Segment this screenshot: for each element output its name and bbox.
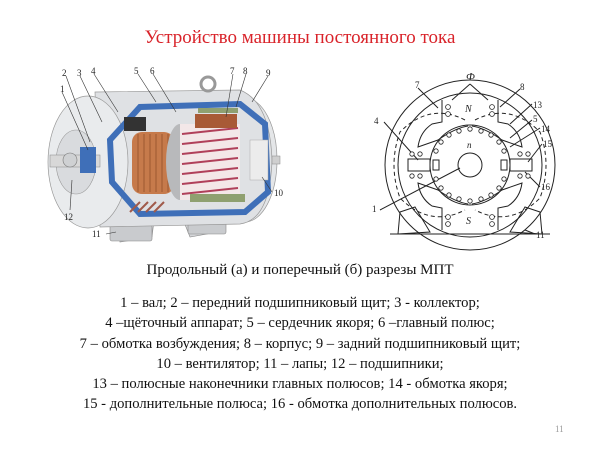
longitudinal-section-figure: 1 2 3 4 5 6 7 8 9 10 11 12: [40, 62, 300, 257]
label-3: 3: [77, 68, 82, 78]
label-9: 9: [266, 68, 271, 78]
label-7: 7: [415, 80, 420, 90]
label-4: 4: [91, 66, 96, 76]
label-4: 4: [374, 116, 379, 126]
label-8: 8: [520, 82, 525, 92]
label-6: 6: [150, 66, 155, 76]
flux-symbol: Ф: [466, 71, 475, 83]
legend-line: 13 – полюсные наконечники главных полюсо…: [92, 376, 508, 393]
label-12: 12: [64, 212, 73, 222]
cross-section-diagram: Ф N S n 7 8 13 5 14 4 15 16 1 11: [372, 71, 556, 251]
label-14: 14: [541, 124, 551, 134]
rotation-label: n: [467, 140, 472, 150]
legend-line: 15 - дополнительные полюса; 16 - обмотка…: [82, 396, 518, 413]
south-pole-label: S: [466, 216, 471, 227]
legend-line: 7 – обмотка возбуждения; 8 – корпус; 9 –…: [79, 335, 521, 352]
label-1: 1: [372, 204, 377, 214]
cross-section-figure: Ф N S n 7 8 13 5 14 4 15 16 1 11: [360, 62, 580, 257]
page-number: 11: [555, 424, 564, 434]
legend-line: 1 – вал; 2 – передний подшипниковый щит;…: [120, 295, 480, 311]
north-pole-label: N: [464, 104, 473, 115]
label-1: 1: [60, 84, 65, 94]
label-11: 11: [92, 229, 101, 239]
label-10: 10: [274, 188, 284, 198]
parts-legend: 1 – вал; 2 – передний подшипниковый щит;…: [0, 293, 600, 415]
label-13: 13: [533, 100, 543, 110]
legend-line: 4 –щёточный аппарат; 5 – сердечник якоря…: [105, 315, 495, 332]
label-7: 7: [230, 66, 235, 76]
slide-title: Устройство машины постоянного тока: [144, 27, 456, 48]
label-11: 11: [536, 230, 545, 240]
motor-cutaway-illustration: 1 2 3 4 5 6 7 8 9 10 11 12: [47, 66, 284, 243]
label-5: 5: [533, 114, 538, 124]
label-2: 2: [62, 68, 67, 78]
label-5: 5: [134, 66, 139, 76]
label-8: 8: [243, 66, 248, 76]
label-16: 16: [541, 182, 551, 192]
label-15: 15: [543, 139, 553, 149]
figure-caption: Продольный (а) и поперечный (б) разрезы …: [146, 262, 454, 278]
legend-line: 10 – вентилятор; 11 – лапы; 12 – подшипн…: [156, 355, 444, 372]
